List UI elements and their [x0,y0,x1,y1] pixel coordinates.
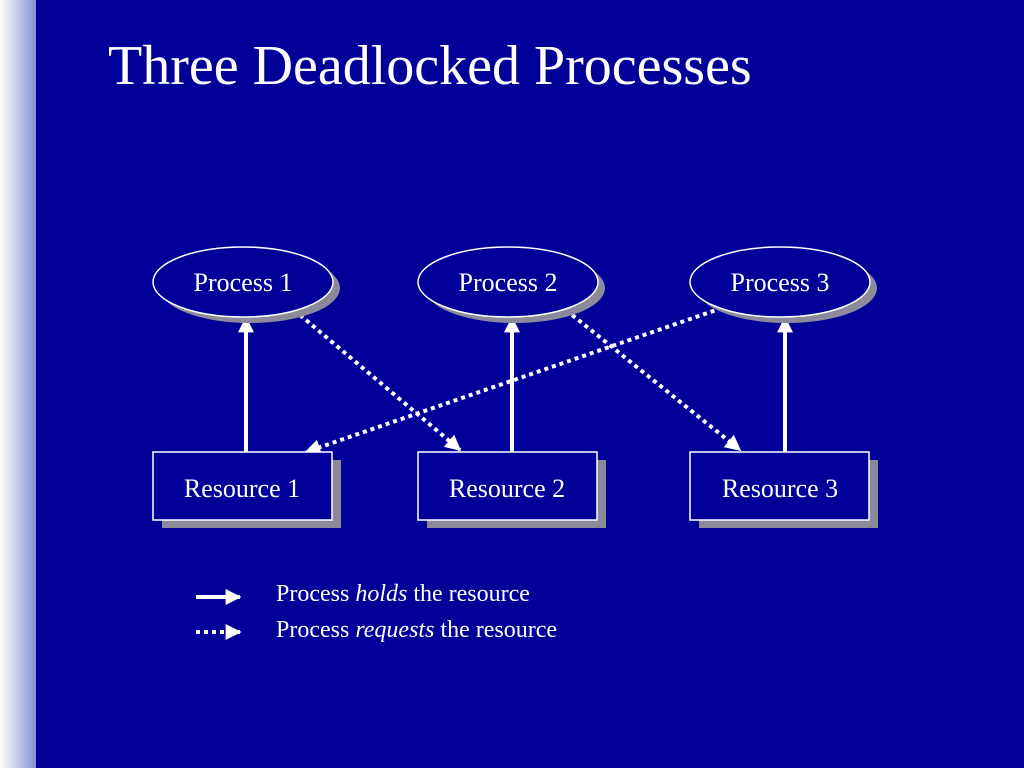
process-node-1: Process 1 [152,246,340,323]
legend-holds-prefix: Process [276,581,356,607]
resource-label: Resource 2 [449,474,565,503]
requests-edge-process2-resource3 [564,308,742,452]
legend-requests-prefix: Process [276,617,356,643]
resource-node-3: Resource 3 [689,451,878,528]
legend-holds-suffix: the resource [407,581,530,607]
requests-edge-process1-resource2 [298,313,462,452]
resource-node-2: Resource 2 [417,451,606,528]
legend-requests-emphasis: requests [355,617,435,643]
requests-edge-process3-resource1 [304,306,723,455]
process-node-2: Process 2 [417,246,605,323]
process-label: Process 1 [194,268,293,297]
resource-label: Resource 3 [722,474,838,503]
resource-label: Resource 1 [184,474,300,503]
legend-requests-text: Process requests the resource [276,616,557,644]
process-label: Process 2 [459,268,558,297]
process-node-3: Process 3 [689,246,877,323]
legend-holds-emphasis: holds [355,581,408,607]
left-gradient-strip [0,0,36,768]
resource-node-1: Resource 1 [152,451,341,528]
slide-title: Three Deadlocked Processes [108,35,752,97]
process-label: Process 3 [731,268,830,297]
legend-holds-text: Process holds the resource [276,580,530,608]
legend-requests-suffix: the resource [434,617,558,643]
